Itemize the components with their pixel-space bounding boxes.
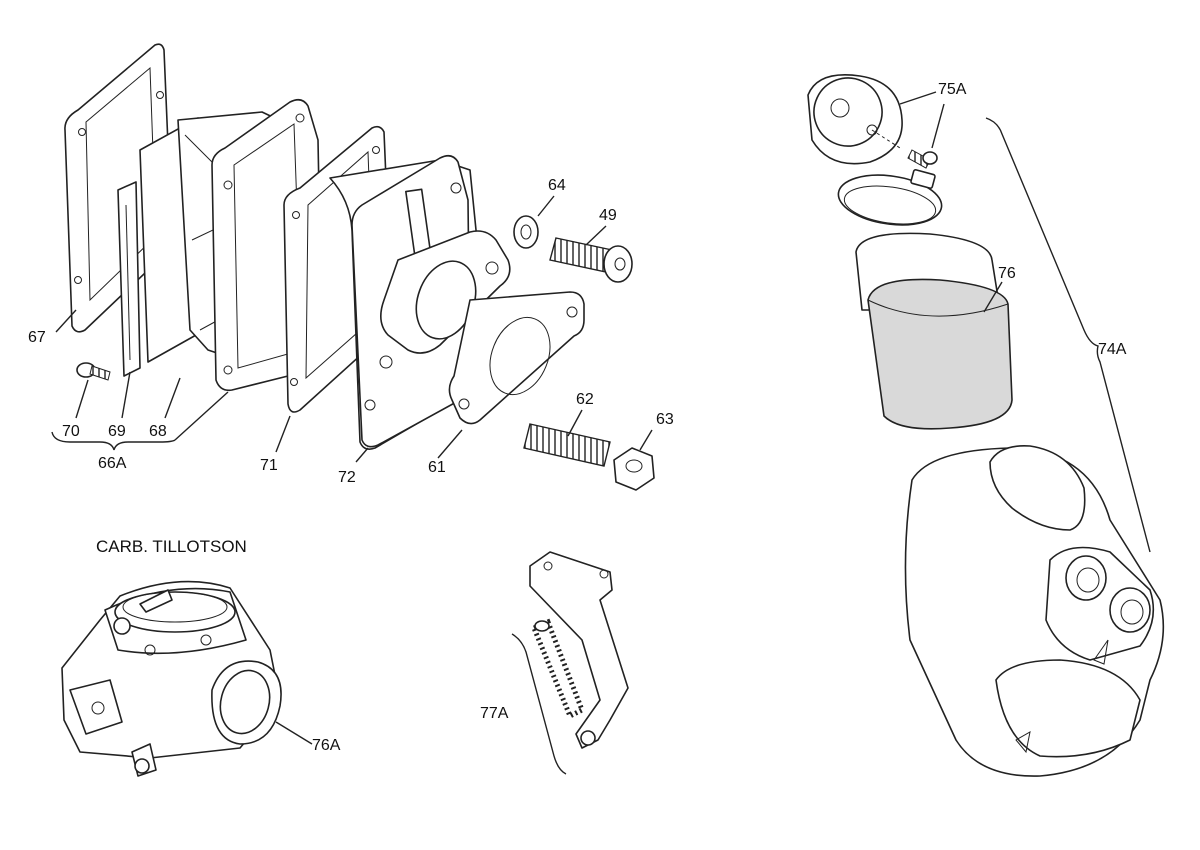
leader-lines-top [51,195,653,463]
label-69: 69 [108,423,126,440]
part-labels: 64 49 67 70 69 68 66A 71 72 61 62 63 75A… [28,81,1127,754]
carburetor-tillotson [61,580,282,777]
label-61: 61 [428,459,446,476]
screw-70 [76,362,111,381]
label-76a: 76A [312,737,341,754]
label-72: 72 [338,469,356,486]
throttle-spring-77a [529,551,629,749]
nut-63 [613,447,655,491]
label-77a: 77A [480,705,509,722]
label-64: 64 [548,177,566,194]
label-75a: 75A [938,81,967,98]
stud-62 [523,423,611,467]
label-70: 70 [62,423,80,440]
label-62: 62 [576,391,594,408]
label-49: 49 [599,207,617,224]
reed-assembly-group [64,43,655,491]
carb-gasket-61 [448,291,585,425]
washer-64 [513,215,539,249]
section-title: CARB. TILLOTSON [96,537,247,556]
leader-77a [511,633,567,775]
label-74a: 74A [1098,341,1127,358]
air-filter-group [807,74,1165,777]
label-63: 63 [656,411,674,428]
bolt-49 [549,237,613,273]
foam-76 [867,278,1013,430]
label-66a: 66A [98,455,127,472]
label-76: 76 [998,265,1016,282]
label-71: 71 [260,457,278,474]
label-67: 67 [28,329,46,346]
leader-lines-right [899,91,1151,553]
leader-76a [275,721,313,745]
label-68: 68 [149,423,167,440]
reed-stop-69 [117,181,141,377]
